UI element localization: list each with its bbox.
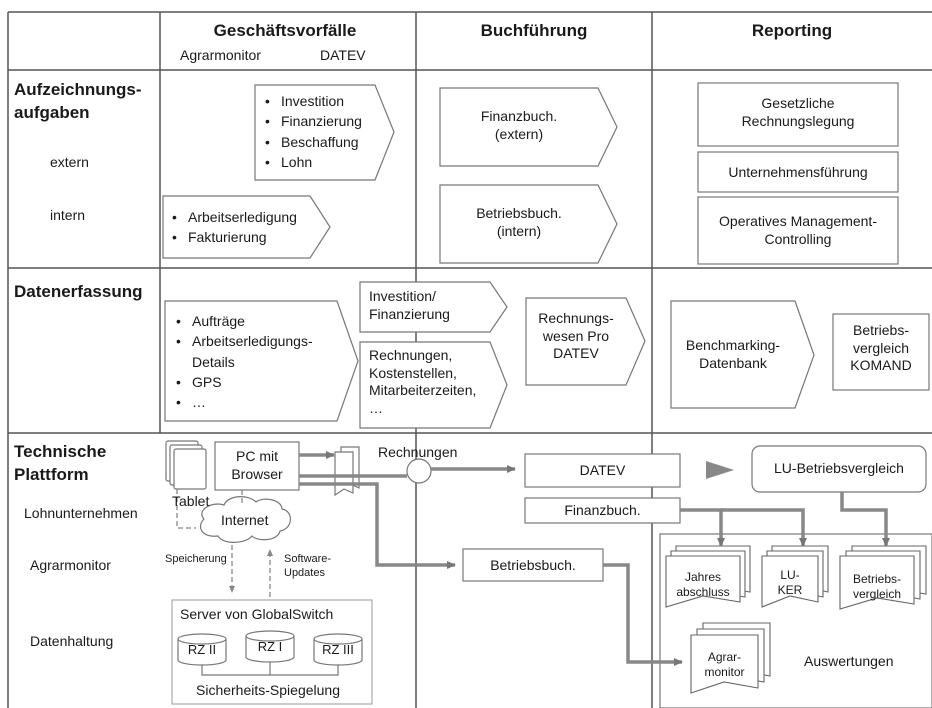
pc-label: PC mit Browser [231, 448, 283, 482]
list-item: … [176, 392, 313, 413]
lu-label: LU-Betriebsvergleich [774, 460, 904, 476]
rz-label: RZ III [322, 642, 354, 657]
ext-accounting-text: Finanzbuch. (extern) [480, 108, 558, 142]
capture-benchmark-arrow [670, 300, 815, 409]
capture-rewe-arrow [525, 297, 646, 386]
row-title-recording: Aufzeichnungs-aufgaben [14, 80, 142, 122]
row-label-external: extern [50, 154, 89, 170]
invoice-node [406, 458, 432, 484]
betriebsbuch-box [462, 548, 604, 582]
row-label-internal: intern [50, 207, 86, 223]
list-item: GPS [176, 372, 313, 393]
list-item: Beschaffung [265, 132, 362, 153]
row-label-agrarmonitor: Agrarmonitor [30, 557, 111, 573]
capture-komand-box [832, 313, 930, 391]
ext-business-list: Investition Finanzierung Beschaffung Loh… [265, 91, 362, 172]
reporting-box-2 [697, 151, 899, 193]
capture-invest-arrow [359, 281, 508, 333]
list-item: Fakturierung [172, 227, 297, 248]
list-item: Arbeitserledigung [172, 207, 297, 228]
invoices-label: Rechnungen [378, 444, 458, 460]
capture-rewe-text: Rechnungs- wesen Pro DATEV [538, 310, 614, 361]
header-reporting: Reporting [751, 21, 833, 40]
internet-cloud [199, 496, 291, 543]
internet-label: Internet [221, 512, 269, 528]
row-title-platform: Technische Plattform [14, 442, 107, 484]
updates-label: Software- Updates [284, 553, 332, 579]
header-business: Geschäftsvorfälle [213, 21, 357, 40]
rz-label: RZ II [187, 642, 217, 657]
capture-invest-text: Investition/ Finanzierung [369, 288, 450, 322]
tablet-label: Tablet [172, 493, 210, 509]
row-label-datenhaltung: Datenhaltung [30, 633, 114, 649]
storage-label: Speicherung [165, 553, 227, 565]
header-accounting: Buchführung [480, 21, 588, 40]
reporting-box-1 [697, 82, 899, 147]
row-label-lohnunternehmen: Lohnunternehmen [24, 505, 138, 521]
server-title: Server von GlobalSwitch [180, 606, 334, 622]
reporting-text-1: Gesetzliche Rechnungslegung [741, 95, 855, 129]
doc-betrieb-label: Betriebs- vergleich [852, 572, 902, 601]
list-item: Investition [265, 91, 362, 112]
list-item: Finanzierung [265, 111, 362, 132]
reporting-text-3: Operatives Management- Controlling [719, 213, 877, 247]
rz-label: RZ I [257, 639, 283, 654]
header-business-sub-datev: DATEV [320, 47, 366, 63]
int-business-list: Arbeitserledigung Fakturierung [172, 207, 297, 248]
int-accounting-text: Betriebsbuch. (intern) [476, 205, 562, 239]
datev-label: DATEV [579, 462, 626, 478]
datev-box [524, 453, 681, 488]
doc-agrar-label: Agrar- monitor [704, 650, 745, 679]
reporting-text-2: Unternehmensführung [728, 164, 868, 180]
finanzbuch-label: Finanzbuch. [564, 502, 641, 518]
capture-left-list: Aufträge Arbeitserledigungs- Details GPS… [176, 311, 313, 413]
capture-benchmark-text: Benchmarking- Datenbank [685, 337, 781, 371]
list-item: Aufträge [176, 311, 313, 332]
capture-komand-text: Betriebs- vergleich KOMAND [850, 322, 912, 373]
list-item: Arbeitserledigungs- [176, 331, 313, 352]
mirror-label: Sicherheits-Spiegelung [196, 682, 340, 698]
lu-box [751, 445, 927, 493]
row-title-capture: Datenerfassung [14, 282, 143, 301]
evaluations-label: Auswertungen [804, 653, 894, 669]
rz-cylinders [177, 630, 363, 666]
doc-jahres-label: Jahres abschluss [676, 570, 730, 599]
int-accounting-arrow [439, 184, 618, 264]
pc-box [214, 441, 300, 491]
capture-invoices-arrow [359, 341, 508, 429]
header-business-sub-agrarmonitor: Agrarmonitor [180, 47, 261, 63]
capture-invoices-text: Rechnungen, Kostenstellen, Mitarbeiterze… [369, 347, 477, 416]
ext-accounting-arrow [439, 87, 618, 167]
betriebsbuch-label: Betriebsbuch. [490, 557, 576, 573]
datev-to-lu-arrow [706, 461, 734, 479]
list-item: Lohn [265, 152, 362, 173]
reporting-box-3 [697, 196, 899, 265]
list-item: Details [192, 353, 235, 370]
doc-luker-label: LU- KER [777, 568, 803, 597]
